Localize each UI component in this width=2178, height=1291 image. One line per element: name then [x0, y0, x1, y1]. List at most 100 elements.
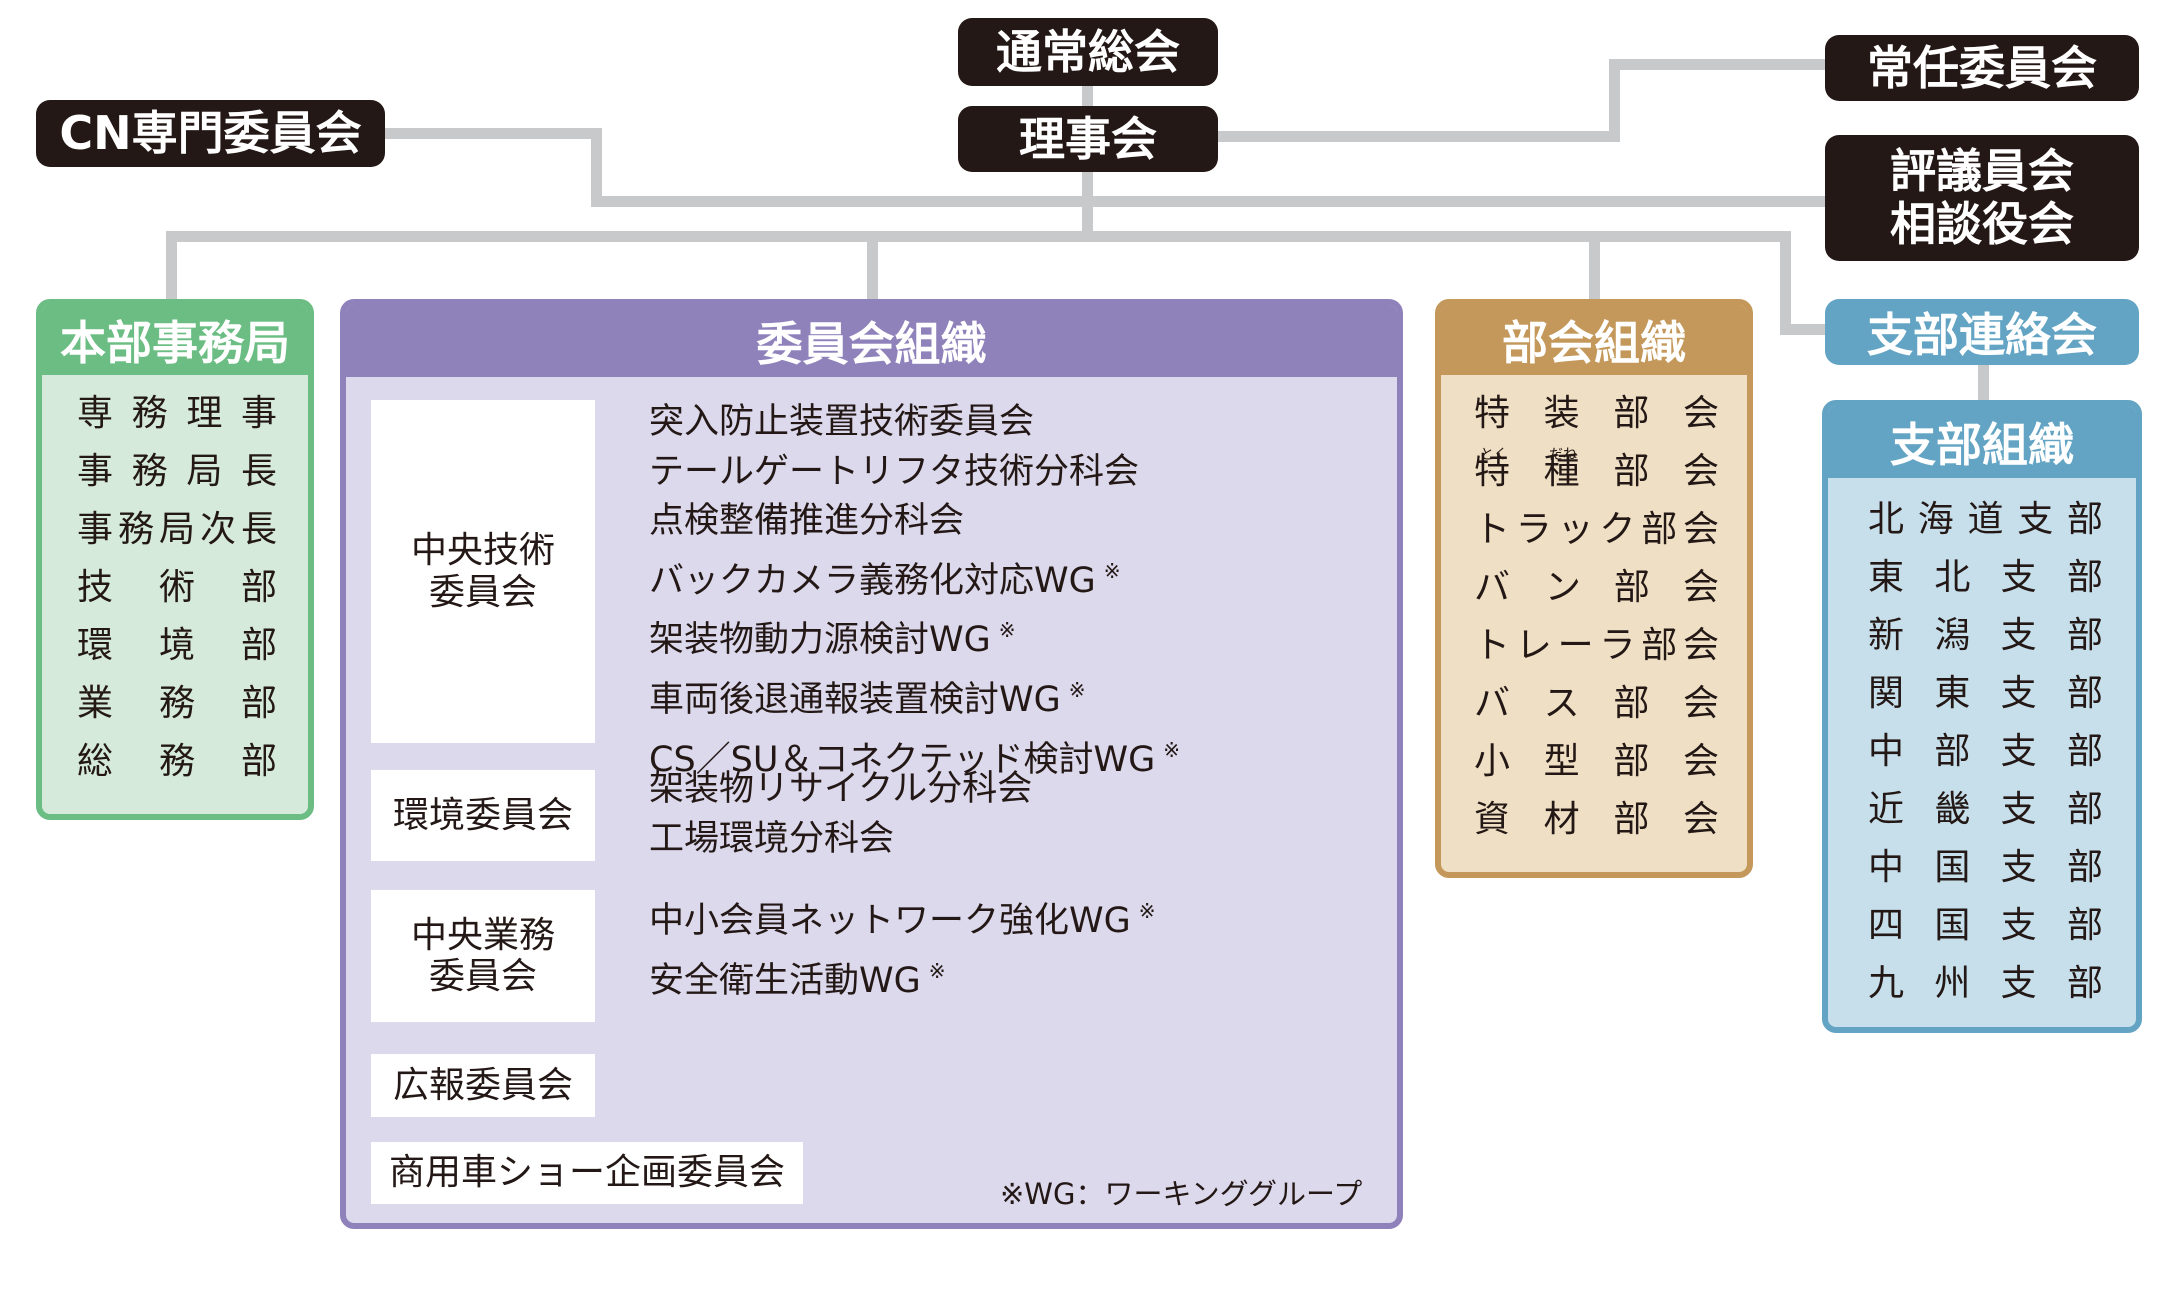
list-item: 四国支部	[1868, 905, 2103, 946]
list-item: トレーラ部会	[1474, 625, 1719, 666]
environment-items: 架装物リサイクル分科会 工場環境分科会	[649, 765, 1032, 864]
list-item: 近畿支部	[1868, 789, 2103, 830]
list-item: 環境部	[77, 625, 277, 666]
connector-line	[1589, 231, 1600, 301]
committee-name-line: 委員会	[428, 956, 537, 997]
advisors-label: 相談役会	[1890, 197, 2074, 251]
standing-committee-label: 常任委員会	[1867, 40, 2097, 95]
ruby-reading: だね	[1549, 447, 1577, 463]
divisions-panel: 部会組織 とく だね 特装部会 特種部会 トラック部会 バン部会 トレーラ部会 …	[1435, 299, 1753, 878]
wg-note-mark: ※	[1163, 737, 1180, 762]
headquarters-title: 本部事務局	[60, 316, 290, 370]
standing-committee-box: 常任委員会	[1825, 35, 2139, 101]
item-text: 工場環境分科会	[649, 818, 895, 859]
cn-committee-box: CN専門委員会	[36, 100, 385, 167]
list-item: 北海道支部	[1868, 499, 2103, 540]
list-item: バス部会	[1474, 683, 1719, 724]
central-technical-committee: 中央技術 委員会	[371, 400, 595, 743]
branches-header: 支部組織	[1828, 406, 2136, 478]
connector-line	[1780, 231, 1791, 335]
list-item: 中部支部	[1868, 731, 2103, 772]
list-item: 関東支部	[1868, 673, 2103, 714]
connector-line	[867, 231, 878, 301]
connector-line	[1780, 324, 1825, 335]
connector-line	[385, 128, 602, 139]
item-text: 車両後退通報装置検討WG	[649, 679, 1061, 720]
connector-line	[591, 128, 602, 207]
connector-line	[1218, 131, 1620, 142]
wg-footnote: ※WG：ワーキンググループ	[1000, 1177, 1363, 1211]
connector-line	[166, 231, 177, 301]
list-item: トラック部会	[1474, 509, 1719, 550]
connector-line	[1609, 59, 1825, 70]
branches-title: 支部組織	[1890, 418, 2074, 472]
list-item: 架装物リサイクル分科会	[649, 765, 1032, 815]
committees-title: 委員会組織	[756, 317, 987, 371]
list-item: 安全衛生活動WG ※	[649, 947, 1156, 1007]
divisions-title: 部会組織	[1502, 316, 1686, 370]
list-item: テールゲートリフタ技術分科会	[649, 448, 1180, 498]
board-box: 理事会	[958, 106, 1218, 172]
connector-line	[1609, 59, 1620, 142]
central-business-items: 中小会員ネットワーク強化WG ※ 安全衛生活動WG ※	[649, 887, 1156, 1006]
list-item: 九州支部	[1868, 963, 2103, 1004]
committee-name-line: 中央業務	[410, 914, 555, 956]
list-item: 特装部会	[1474, 393, 1719, 434]
list-item: 点検整備推進分科会	[649, 497, 1180, 547]
branch-liaison-label: 支部連絡会	[1867, 308, 2097, 362]
committee-name-line: 広報委員会	[392, 1064, 573, 1106]
list-item: 工場環境分科会	[649, 815, 1032, 865]
list-item: 新潟支部	[1868, 615, 2103, 656]
item-text: テールゲートリフタ技術分科会	[649, 451, 1140, 492]
headquarters-list: 専務理事 事務局長 事務局次長 技術部 環境部 業務部 総務部	[77, 393, 277, 799]
committees-header: 委員会組織	[346, 305, 1397, 377]
councilors-box: 評議員会 相談役会	[1825, 135, 2139, 261]
list-item: 東北支部	[1868, 557, 2103, 598]
divisions-header: 部会組織	[1441, 305, 1747, 375]
item-text: CS／SU＆コネクテッド検討WG	[649, 739, 1156, 780]
list-item: 専務理事	[77, 393, 277, 434]
wg-note-mark: ※	[1103, 558, 1121, 583]
pr-committee: 広報委員会	[371, 1054, 595, 1117]
board-label: 理事会	[1019, 111, 1157, 166]
item-text: 点検整備推進分科会	[649, 501, 965, 542]
headquarters-panel: 本部事務局 専務理事 事務局長 事務局次長 技術部 環境部 業務部 総務部	[36, 299, 314, 820]
item-text: 架装物リサイクル分科会	[649, 769, 1033, 809]
list-item: 業務部	[77, 683, 277, 724]
list-item: 突入防止装置技術委員会	[649, 398, 1180, 448]
divisions-list: 特装部会 特種部会 トラック部会 バン部会 トレーラ部会 バス部会 小型部会 資…	[1474, 393, 1719, 857]
branches-list: 北海道支部 東北支部 新潟支部 関東支部 中部支部 近畿支部 中国支部 四国支部…	[1868, 499, 2103, 1021]
wg-note-mark: ※	[928, 958, 946, 983]
councilors-label: 評議員会	[1890, 144, 2074, 199]
committee-name-line: 中央技術	[410, 530, 555, 572]
branch-liaison-box: 支部連絡会	[1825, 299, 2139, 365]
committees-panel: 委員会組織 中央技術 委員会 突入防止装置技術委員会 テールゲートリフタ技術分科…	[340, 299, 1403, 1229]
central-technical-items: 突入防止装置技術委員会 テールゲートリフタ技術分科会 点検整備推進分科会 バック…	[649, 398, 1180, 785]
connector-line	[591, 196, 1825, 207]
central-business-committee: 中央業務 委員会	[371, 890, 595, 1022]
item-text: 突入防止装置技術委員会	[649, 402, 1035, 442]
list-item: 事務局次長	[77, 509, 277, 550]
headquarters-header: 本部事務局	[42, 305, 308, 375]
committee-name-line: 委員会	[428, 571, 537, 613]
committee-name-line: 商用車ショー企画委員会	[388, 1152, 785, 1194]
general-meeting-label: 通常総会	[996, 24, 1180, 79]
item-text: 中小会員ネットワーク強化WG	[649, 901, 1131, 941]
connector-line	[166, 231, 1790, 242]
list-item: 技術部	[77, 567, 277, 608]
cn-committee-label: CN専門委員会	[59, 106, 362, 161]
wg-note-mark: ※	[1138, 899, 1156, 923]
list-item: 事務局長	[77, 451, 277, 492]
list-item: バックカメラ義務化対応WG ※	[649, 547, 1180, 607]
branches-panel: 支部組織 北海道支部 東北支部 新潟支部 関東支部 中部支部 近畿支部 中国支部…	[1822, 400, 2142, 1033]
committee-name-line: 環境委員会	[392, 794, 573, 836]
truck-show-planning-committee: 商用車ショー企画委員会	[371, 1142, 803, 1204]
item-text: バックカメラ義務化対応WG	[649, 560, 1096, 601]
wg-note-mark: ※	[998, 618, 1016, 643]
environment-committee: 環境委員会	[371, 770, 595, 861]
wg-note-mark: ※	[1068, 677, 1086, 702]
list-item: 小型部会	[1474, 741, 1719, 782]
list-item: CS／SU＆コネクテッド検討WG ※	[649, 726, 1180, 786]
list-item: 中国支部	[1868, 847, 2103, 888]
item-text: 安全衛生活動WG	[649, 960, 921, 1001]
